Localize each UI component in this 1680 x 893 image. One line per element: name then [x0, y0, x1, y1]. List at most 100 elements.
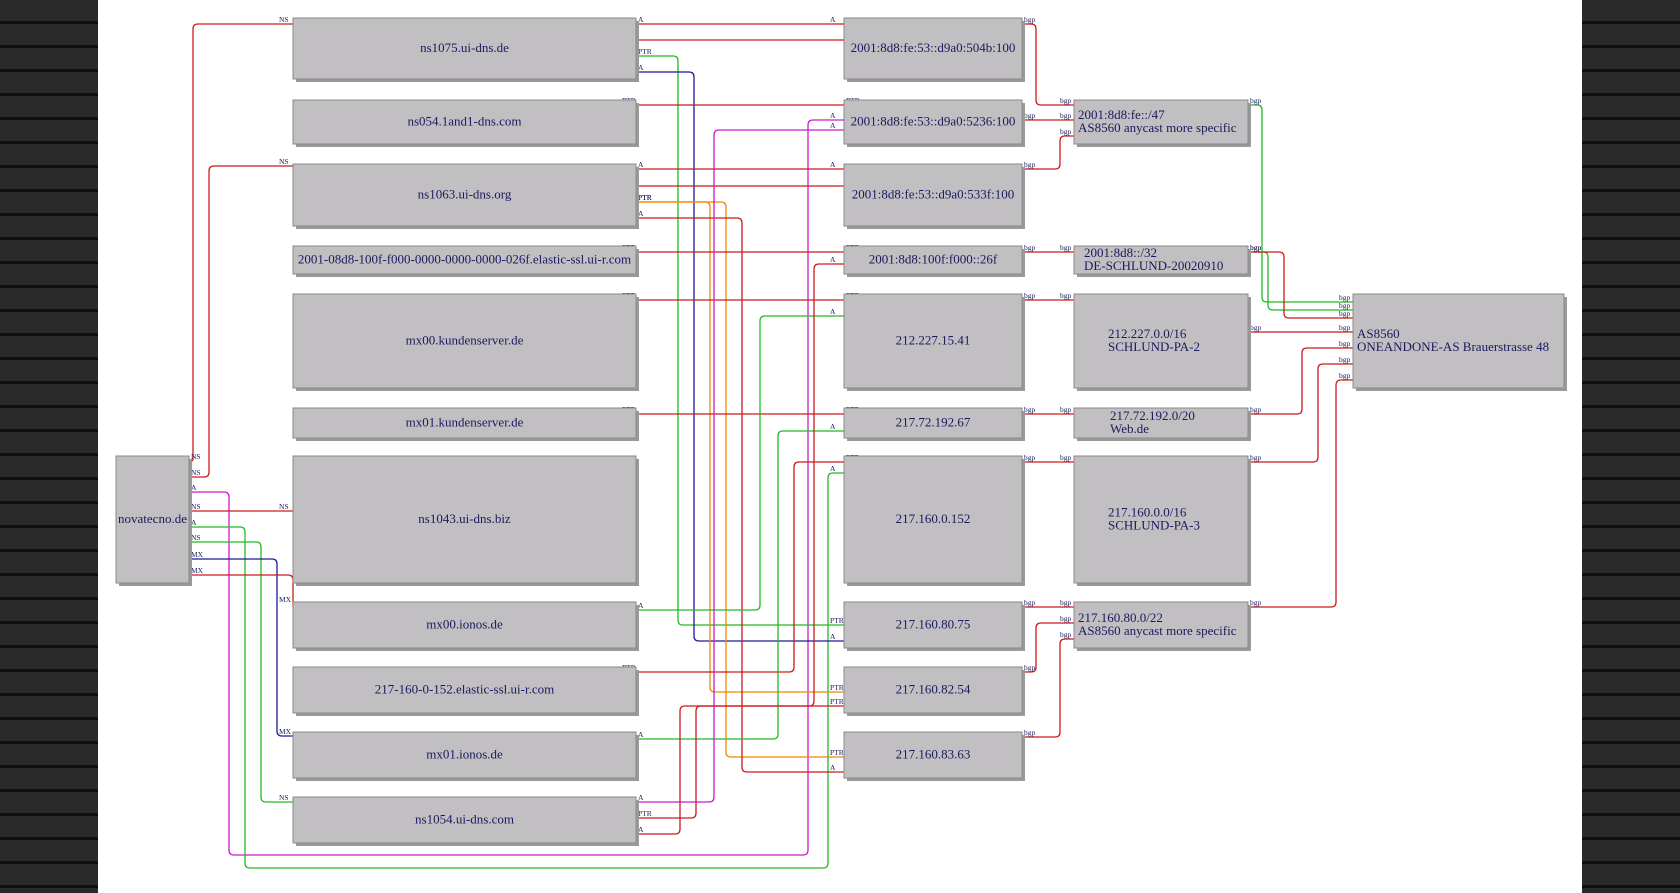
node-box	[1073, 601, 1249, 649]
node-label: 2001:8d8:fe:53::d9a0:5236:100	[851, 114, 1016, 129]
node-ns1043[interactable]: ns1043.ui-dns.biz	[292, 455, 639, 586]
node-ip2177219267[interactable]: 217.72.192.67	[843, 407, 1025, 441]
node-box	[1073, 455, 1249, 584]
node-label: mx01.kundenserver.de	[406, 415, 524, 430]
node-novatecno[interactable]: novatecno.de	[115, 455, 192, 586]
node-label: ns1063.ui-dns.org	[418, 187, 512, 202]
edge-source-label: NS	[191, 468, 201, 477]
node-mx01i[interactable]: mx01.ionos.de	[292, 731, 639, 781]
edge-source-label: bgp	[1024, 453, 1036, 462]
node-ip504b[interactable]: 2001:8d8:fe:53::d9a0:504b:100	[843, 17, 1025, 82]
edge-source-label: bgp	[1250, 453, 1262, 462]
edge-target-label: bgp	[1060, 598, 1072, 607]
edge-line	[189, 541, 293, 803]
edge-source-label: bgp	[1250, 323, 1262, 332]
node-mx00i[interactable]: mx00.ionos.de	[292, 601, 639, 651]
node-ns1054[interactable]: ns1054.ui-dns.com	[292, 796, 639, 846]
node-ns1063[interactable]: ns1063.ui-dns.org	[292, 163, 639, 229]
node-elastic6[interactable]: 2001-08d8-100f-f000-0000-0000-0000-026f.…	[292, 245, 639, 277]
node-box	[292, 163, 637, 227]
edge-line	[1022, 622, 1074, 673]
edge-source-label: NS	[191, 502, 201, 511]
node-mx01k[interactable]: mx01.kundenserver.de	[292, 407, 639, 441]
edge-target-label: MX	[279, 595, 292, 604]
edge-ns1054-ip26f-a: AA	[636, 255, 844, 835]
edge-ns1075-ip2171608075-a: AA	[636, 63, 844, 642]
edge-line	[636, 129, 844, 803]
node-label: 212.227.0.0/16	[1108, 326, 1187, 341]
node-ip26f[interactable]: 2001:8d8:100f:f000::26f	[843, 245, 1025, 277]
node-ip533f[interactable]: 2001:8d8:fe:53::d9a0:533f:100	[843, 163, 1025, 229]
edge-target-label: PTR	[830, 683, 844, 692]
edge-target-label: PTR	[830, 697, 844, 706]
edge-target-label: bgp	[1060, 405, 1072, 414]
edge-line	[636, 217, 844, 773]
node-label: ns1043.ui-dns.biz	[418, 511, 511, 526]
node-ip2171608363[interactable]: 217.160.83.63	[843, 731, 1025, 781]
edge-line	[1248, 347, 1353, 415]
node-ip21222715[interactable]: 212.227.15.41	[843, 293, 1025, 391]
node-ip2171600152[interactable]: 217.160.0.152	[843, 455, 1025, 586]
node-label: ns054.1and1-dns.com	[407, 114, 521, 129]
node-label: Web.de	[1110, 421, 1149, 436]
node-box	[843, 163, 1023, 227]
edge-target-label: bgp	[1339, 301, 1351, 310]
node-label: DE-SCHLUND-20020910	[1084, 258, 1223, 273]
node-ns054[interactable]: ns054.1and1-dns.com	[292, 99, 639, 147]
node-mx00k[interactable]: mx00.kundenserver.de	[292, 293, 639, 391]
edge-line	[636, 71, 844, 642]
edge-target-label: bgp	[1060, 243, 1072, 252]
node-ip2171608254[interactable]: 217.160.82.54	[843, 666, 1025, 716]
edge-target-label: A	[830, 632, 836, 641]
node-ns1075[interactable]: ns1075.ui-dns.de	[292, 17, 639, 82]
edge-target-label: bgp	[1060, 111, 1072, 120]
node-label: 2001-08d8-100f-f000-0000-0000-0000-026f.…	[298, 252, 631, 267]
edge-target-label: PTR	[830, 748, 844, 757]
edge-line	[636, 430, 844, 740]
node-ip5236[interactable]: 2001:8d8:fe:53::d9a0:5236:100	[843, 99, 1025, 147]
edge-target-label: A	[830, 111, 836, 120]
edge-target-label: bgp	[1339, 371, 1351, 380]
edge-source-label: A	[638, 63, 644, 72]
node-ip2171608075[interactable]: 217.160.80.75	[843, 601, 1025, 651]
edge-source-label: bgp	[1024, 663, 1036, 672]
edge-pfx21716080-as8560-bgp: bgp bgp	[1248, 371, 1353, 608]
edge-source-label: MX	[191, 566, 204, 575]
node-box	[292, 455, 637, 584]
node-box	[843, 731, 1023, 779]
edge-line	[189, 472, 844, 869]
node-label: 217.160.0.152	[896, 511, 971, 526]
edge-line	[636, 315, 844, 611]
edge-source-label: PTR	[638, 47, 652, 56]
node-elastic4[interactable]: 217-160-0-152.elastic-ssl.ui-r.com	[292, 666, 639, 716]
edge-target-label: NS	[279, 502, 289, 511]
edge-target-label: NS	[279, 793, 289, 802]
node-box	[292, 17, 637, 80]
edge-source-label: NS	[191, 533, 201, 542]
node-label: AS8560 anycast more specific	[1078, 120, 1237, 135]
node-label: ns1054.ui-dns.com	[415, 812, 514, 827]
edge-ns1063-ip2171608254-a: AA	[636, 209, 844, 773]
node-box	[843, 601, 1023, 649]
node-label: ns1075.ui-dns.de	[420, 40, 509, 55]
node-label: 217.72.192.67	[896, 415, 971, 430]
edge-source-label: bgp	[1250, 96, 1262, 105]
edge-line	[1248, 379, 1353, 608]
